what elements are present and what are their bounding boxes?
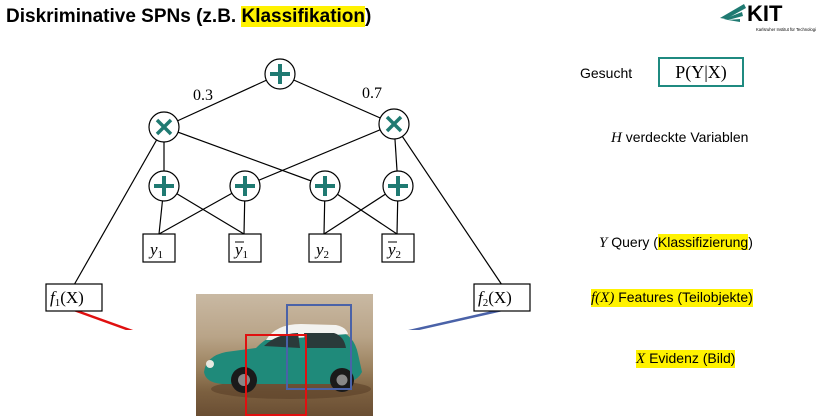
features-text: Features (Teilobjekte) [618,289,753,305]
sum-node-3 [309,170,341,202]
leaf-y2: y2 [308,233,342,263]
evidence-image [196,294,373,416]
svg-text:f1(X): f1(X) [50,288,84,309]
svg-text:KIT: KIT [747,1,783,26]
hidden-line: H verdeckte Variablen [611,129,748,147]
svg-text:y1: y1 [233,240,248,261]
query-highlight: Klassifizierung [657,234,749,250]
sum-node-1 [148,170,180,202]
evidence-var: X [636,351,646,367]
svg-text:y1: y1 [148,240,163,261]
feature-box-f1: f1(X) [45,283,103,312]
sum-node-root [264,58,296,90]
evidence-line: X Evidenz (Bild) [636,350,736,368]
feature2-link [408,308,503,330]
svg-text:y2: y2 [386,240,401,261]
leaf-y1: y1 [142,233,176,263]
sum-node-4 [382,170,414,202]
hidden-var: H [611,130,622,146]
features-line: f(X) Features (Teilobjekte) [591,289,753,307]
slide-title: Diskriminative SPNs (z.B. Klassifikation… [6,6,371,28]
title-prefix: Diskriminative SPNs (z.B. [6,6,242,27]
title-highlight: Klassifikation [241,6,366,27]
svg-text:f2(X): f2(X) [478,288,512,309]
hidden-text: verdeckte Variablen [625,129,749,145]
gesucht-label: Gesucht [580,65,633,81]
weight-right: 0.7 [362,85,382,102]
svg-text:Karlsruher Institut für Techno: Karlsruher Institut für Technologie [756,27,816,32]
query-close: ) [748,234,753,250]
svg-text:y2: y2 [314,240,329,261]
spn-diagram: 0.3 0.7 y1 y1 y2 [45,58,531,330]
evidence-text: Evidenz (Bild) [649,350,736,366]
title-suffix: ) [365,6,372,27]
sum-node-2 [229,170,261,202]
feature1-link [73,308,134,330]
query-line: Y Query (Klassifizierung) [599,234,753,252]
weight-left: 0.3 [193,87,213,104]
feature1-region [245,334,307,416]
leaf-y1-bar: y1 [228,233,262,263]
diagram-edges [73,73,503,286]
product-node-right [378,108,410,140]
leaf-y2-bar: y2 [381,233,415,263]
kit-logo: KIT Karlsruher Institut für Technologie [720,1,816,32]
query-var: Y [599,235,608,251]
query-text: Query ( [611,234,658,250]
feature2-region [286,304,352,390]
features-var: f(X) [591,290,615,306]
gesucht-formula: P(Y|X) [658,57,744,87]
product-node-left [148,111,180,143]
feature-box-f2: f2(X) [473,283,531,312]
